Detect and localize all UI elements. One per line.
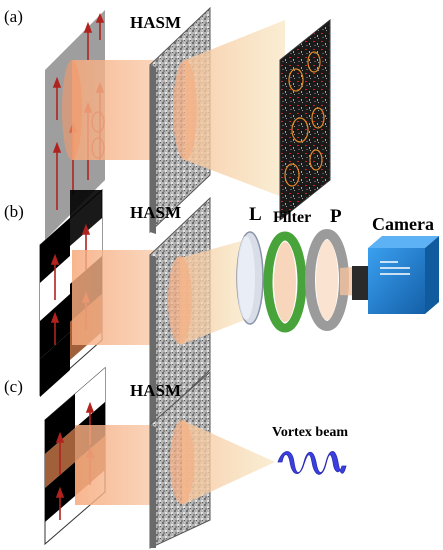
polarizer-label: P xyxy=(330,206,342,227)
camera-label: Camera xyxy=(372,214,434,234)
converging-cone xyxy=(182,420,275,505)
cone-aperture xyxy=(173,60,197,160)
lens-label: L xyxy=(249,204,262,225)
filter-label: Filter xyxy=(273,209,311,226)
lens-highlight xyxy=(237,236,255,320)
panel-b: (b) HASM xyxy=(4,188,439,429)
output-cone xyxy=(185,20,285,198)
panel-a: (a) HASM xyxy=(4,6,331,240)
beam-input-face xyxy=(62,60,82,160)
beam-to-lens xyxy=(180,240,245,345)
filter xyxy=(263,231,307,333)
vortex-beam xyxy=(277,451,347,475)
cone-aperture-c xyxy=(170,420,194,504)
panel-b-label: (b) xyxy=(4,202,24,221)
panel-c: (c) HASM Vortex xyxy=(4,366,348,549)
panel-c-hasm-label: HASM xyxy=(130,381,181,400)
panel-a-label: (a) xyxy=(4,7,23,26)
panel-a-hasm-label: HASM xyxy=(130,13,181,32)
cone-aperture-b xyxy=(168,256,192,344)
polarizer-aperture xyxy=(316,240,338,320)
hasm-plate-b-edge xyxy=(150,255,156,429)
hasm-plate-edge xyxy=(150,65,156,234)
hasm-plate-c-edge xyxy=(150,425,156,548)
filter-aperture xyxy=(274,242,296,322)
panel-c-label: (c) xyxy=(4,377,23,396)
camera xyxy=(352,236,439,314)
vortex-beam-label: Vortex beam xyxy=(272,425,348,440)
panel-b-hasm-label: HASM xyxy=(130,203,181,222)
speckle-rings xyxy=(284,51,325,187)
